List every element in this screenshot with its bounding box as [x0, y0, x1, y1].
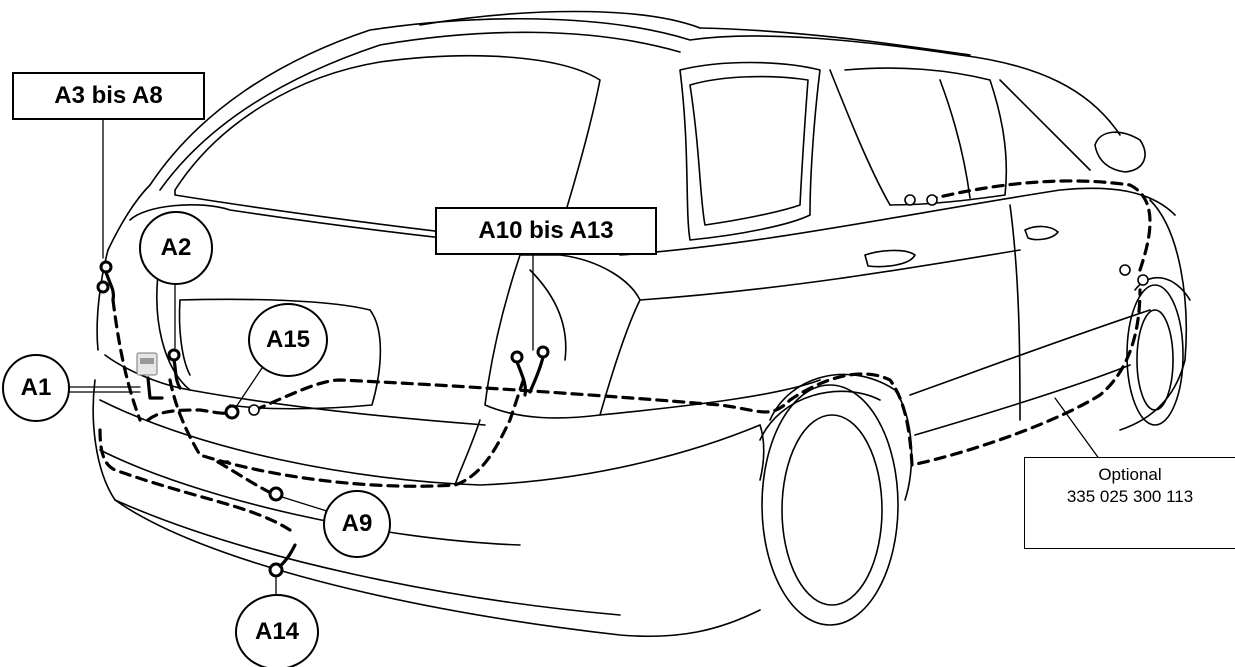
- optional-part-number: 335 025 300 113: [1066, 487, 1194, 506]
- label-a9: A9: [323, 490, 391, 558]
- label-a14: A14: [235, 594, 319, 667]
- label-a10-a13: A10 bis A13: [435, 207, 657, 255]
- connector-rings: [96, 194, 1149, 578]
- optional-title: Optional: [1098, 465, 1162, 484]
- wiring-route: [98, 179, 1152, 532]
- afm-module: [136, 352, 158, 376]
- label-a1: A1: [2, 354, 70, 422]
- leader-lines: [65, 93, 1101, 599]
- label-a3-a8: A3 bis A8: [12, 72, 205, 120]
- car-body-outline: [92, 10, 1191, 638]
- label-a2: A2: [139, 211, 213, 285]
- wire-stubs: [104, 270, 545, 568]
- optional-part-box: Optional 335 025 300 113: [1024, 457, 1235, 549]
- label-a15: A15: [248, 303, 328, 377]
